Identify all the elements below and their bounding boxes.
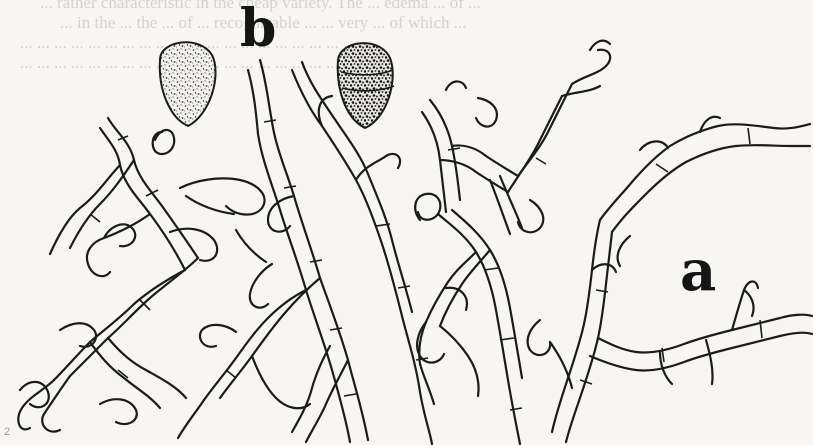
label-a: a <box>680 238 716 304</box>
page-corner-mark: 2 <box>4 426 10 438</box>
spore-left <box>160 42 216 126</box>
hyphae-upper-right <box>422 41 610 212</box>
hyphae-center-right <box>415 176 543 444</box>
hyphae-left-cluster <box>18 118 264 432</box>
spore-right <box>338 43 394 128</box>
label-b: b <box>240 0 276 59</box>
hyphae-right-cluster <box>528 117 812 442</box>
